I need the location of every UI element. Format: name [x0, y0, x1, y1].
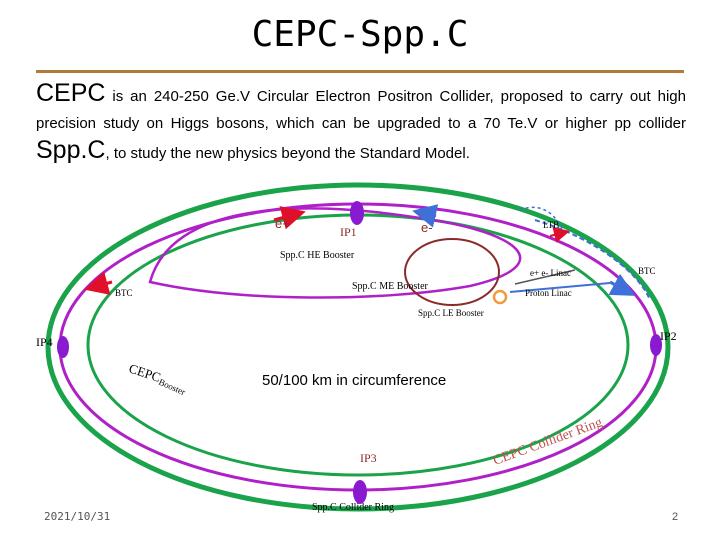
- intro-text-2: , to study the new physics beyond the St…: [105, 145, 470, 162]
- slide-title: CEPC-Spp.C: [251, 14, 469, 55]
- btc-left-label: BTC: [115, 288, 133, 298]
- collider-ring-label: Spp.C Collider Ring: [312, 502, 394, 513]
- linac-label: e+ e- Linac: [530, 268, 571, 278]
- ltb-label: LTB: [543, 220, 559, 230]
- cepc-collider-ring-outer: [45, 182, 671, 512]
- proton-linac-line: [509, 282, 611, 293]
- ip4-marker: [57, 336, 69, 358]
- e-plus-label: e+: [275, 216, 290, 231]
- cepc-booster-label-2: Booster: [157, 377, 187, 398]
- e-minus-arrow: [412, 204, 439, 228]
- e-minus-label: e-: [421, 220, 433, 235]
- title-divider: [36, 70, 684, 73]
- date-label: 2021/10/31: [44, 510, 110, 523]
- btc-right-label: BTC: [638, 266, 656, 276]
- ip3-label: IP3: [360, 451, 377, 465]
- sppc-term: Spp.C: [36, 136, 106, 164]
- cepc-booster-label-1: CEPC: [127, 361, 163, 385]
- btc-left-arrow: [84, 271, 113, 295]
- intro-text-1: is an 240-250 Ge.V Circular Electron Pos…: [36, 88, 686, 132]
- ip2-label: IP2: [660, 329, 677, 343]
- sppc-collider-ring: [58, 202, 658, 492]
- linac-line: [514, 269, 576, 285]
- me-booster-ring: [404, 238, 500, 306]
- ip1-label: IP1: [340, 225, 357, 239]
- ip2-marker: [650, 334, 662, 356]
- intro-paragraph: CEPC is an 240-250 Ge.V Circular Electro…: [36, 80, 686, 167]
- e-plus-arrow: [273, 206, 306, 230]
- ltb-arrow: [549, 227, 570, 243]
- le-booster-label: Spp.C LE Booster: [418, 308, 484, 318]
- le-booster-ring: [492, 289, 508, 305]
- circumference-label: 50/100 km in circumference: [262, 372, 446, 389]
- he-booster-ring: [148, 207, 522, 299]
- btc-right-arrow: [608, 273, 636, 296]
- cepc-collider-ring-label: CEPC Collider Ring: [491, 415, 604, 468]
- cepc-term: CEPC: [36, 79, 106, 107]
- me-booster-label: Spp.C ME Booster: [352, 281, 429, 292]
- page-number: 2: [672, 511, 678, 523]
- ip1-marker: [350, 201, 364, 225]
- ip4-label: IP4: [36, 335, 53, 349]
- he-booster-label: Spp.C HE Booster: [280, 250, 355, 261]
- proton-linac-label: Proton Linac: [525, 288, 572, 298]
- ip3-marker: [353, 480, 367, 504]
